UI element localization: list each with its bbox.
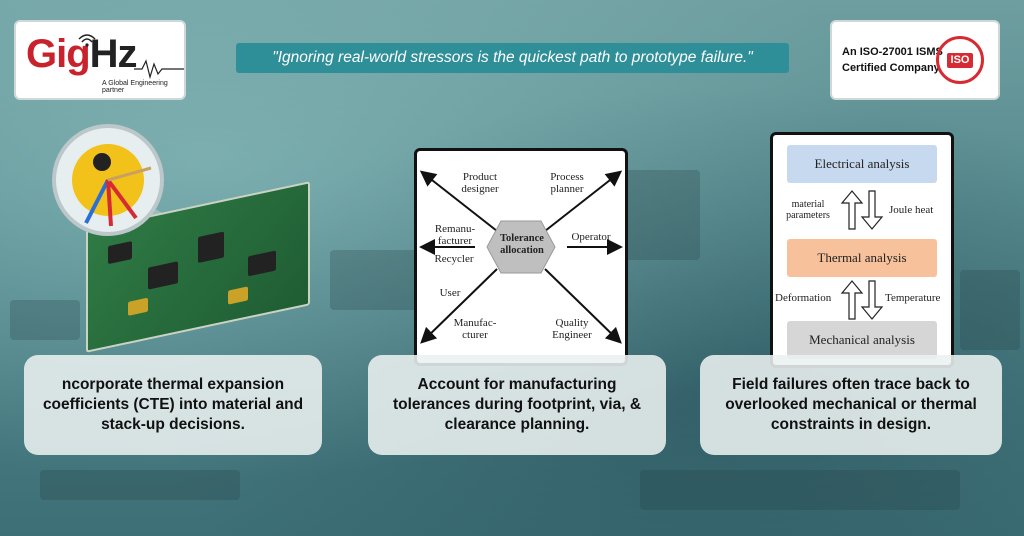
deformation-label: Deformation (775, 292, 832, 304)
tolerance-center-label: Tolerance allocation (500, 233, 544, 256)
logo-gig: Gig (26, 32, 91, 76)
temperature-label: Temperature (885, 292, 941, 304)
iso-certification-badge: An ISO-27001 ISMS Certified Company ISO (830, 20, 1000, 100)
joule-heat-label: Joule heat (889, 204, 934, 216)
logo-wordmark: GigHz (26, 32, 138, 77)
cte-card: ncorporate thermal expansion coefficient… (24, 355, 322, 455)
coupled-analysis-diagram: Electrical analysis Thermal analysis Mec… (770, 132, 954, 368)
node-manufacturer: Manufac-cturer (453, 317, 497, 341)
thermal-mechanical-arrows-icon (840, 280, 884, 320)
electrical-analysis-box: Electrical analysis (787, 145, 937, 183)
gighz-logo: GigHz A Global Engineering partner (14, 20, 186, 100)
tolerance-allocation-diagram: Tolerance allocation Product designer Pr… (414, 148, 628, 366)
wifi-icon (78, 34, 96, 47)
field-failures-card: Field failures often trace back to overl… (700, 355, 1002, 455)
iso-certified-text: An ISO-27001 ISMS Certified Company (842, 46, 943, 74)
thermal-analysis-box: Thermal analysis (787, 239, 937, 277)
node-remanufacturer: Remanu-facturer (434, 223, 476, 247)
waveform-icon (134, 59, 184, 80)
quote-banner: "Ignoring real-world stressors is the qu… (236, 43, 789, 73)
iso-seal-icon: ISO (936, 36, 984, 84)
node-user: User (439, 287, 461, 299)
node-quality-engineer: Quality Engineer (552, 317, 592, 341)
node-operator: Operator (571, 231, 611, 243)
tolerance-card: Account for manufacturing tolerances dur… (368, 355, 666, 455)
mechanical-analysis-box: Mechanical analysis (787, 321, 937, 359)
node-recycler: Recycler (434, 253, 474, 265)
iso-seal-label: ISO (947, 53, 973, 68)
node-product-designer: Product designer (461, 171, 499, 195)
logo-tagline: A Global Engineering partner (102, 80, 168, 94)
electrical-thermal-arrows-icon (840, 190, 884, 230)
material-parameters-label: material parameters (786, 199, 830, 221)
node-process-planner: Process planner (550, 171, 584, 195)
thermal-probe-closeup (52, 124, 164, 236)
logo-hz: Hz (89, 32, 138, 76)
